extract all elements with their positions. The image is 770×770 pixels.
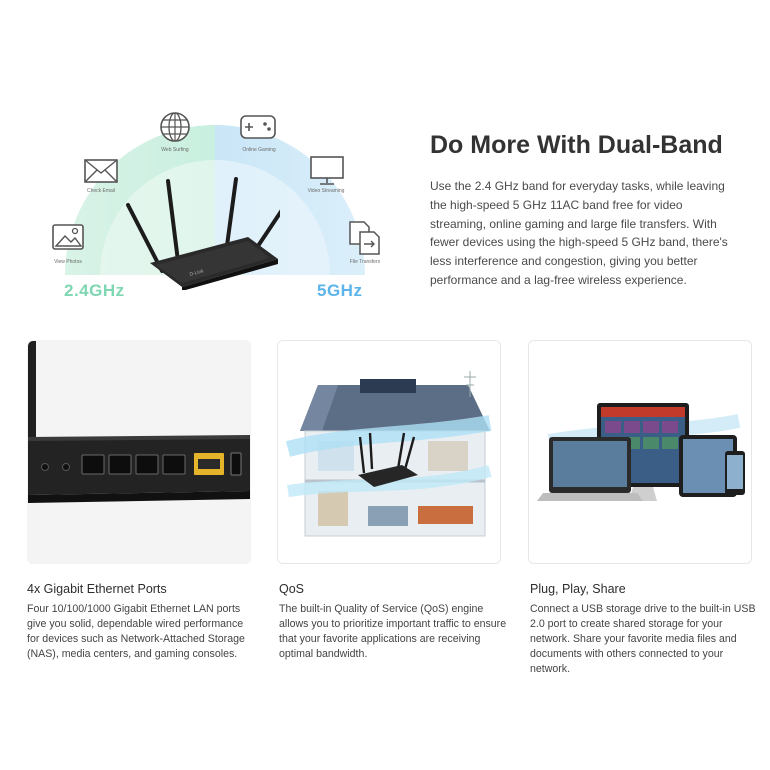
feature-caption: Video Streaming <box>307 188 345 194</box>
file-transfer-icon <box>345 220 385 256</box>
mail-icon <box>81 158 121 184</box>
feature-caption: Web Surfing <box>161 147 189 153</box>
usb-devices-image <box>528 340 752 564</box>
feature-title-usb: Plug, Play, Share <box>530 582 626 596</box>
feature-title-qos: QoS <box>279 582 305 596</box>
gamepad-icon <box>238 113 278 141</box>
feature-caption: File Transfers <box>349 259 381 265</box>
coverage-fan-graphic <box>65 125 365 275</box>
feature-desc-qos: The built-in Quality of Service (QoS) en… <box>279 603 507 661</box>
router-brand: D-Link <box>189 268 205 278</box>
ethernet-ports-image <box>27 340 251 564</box>
feature-caption: Check Email <box>86 188 116 194</box>
monitor-icon <box>307 155 347 187</box>
feature-desc-usb: Connect a USB storage drive to the built… <box>530 603 756 676</box>
router-image: D-Link <box>126 177 280 290</box>
band-24-label: 2.4GHz <box>64 281 125 300</box>
globe-icon <box>155 111 195 143</box>
feature-caption: View Photos <box>54 259 82 265</box>
dual-band-title: Do More With Dual-Band <box>430 131 723 159</box>
feature-desc-ethernet: Four 10/100/1000 Gigabit Ethernet LAN po… <box>27 603 245 661</box>
photo-icon <box>48 222 88 252</box>
feature-caption: Online Gaming <box>242 147 276 153</box>
band-5-label: 5GHz <box>317 281 363 300</box>
dual-band-hero: View Photos Check Email Web Surfing Onli… <box>0 0 770 320</box>
dual-band-description: Use the 2.4 GHz band for everyday tasks,… <box>430 179 728 287</box>
feature-title-ethernet: 4x Gigabit Ethernet Ports <box>27 582 167 596</box>
qos-house-image <box>277 340 501 564</box>
